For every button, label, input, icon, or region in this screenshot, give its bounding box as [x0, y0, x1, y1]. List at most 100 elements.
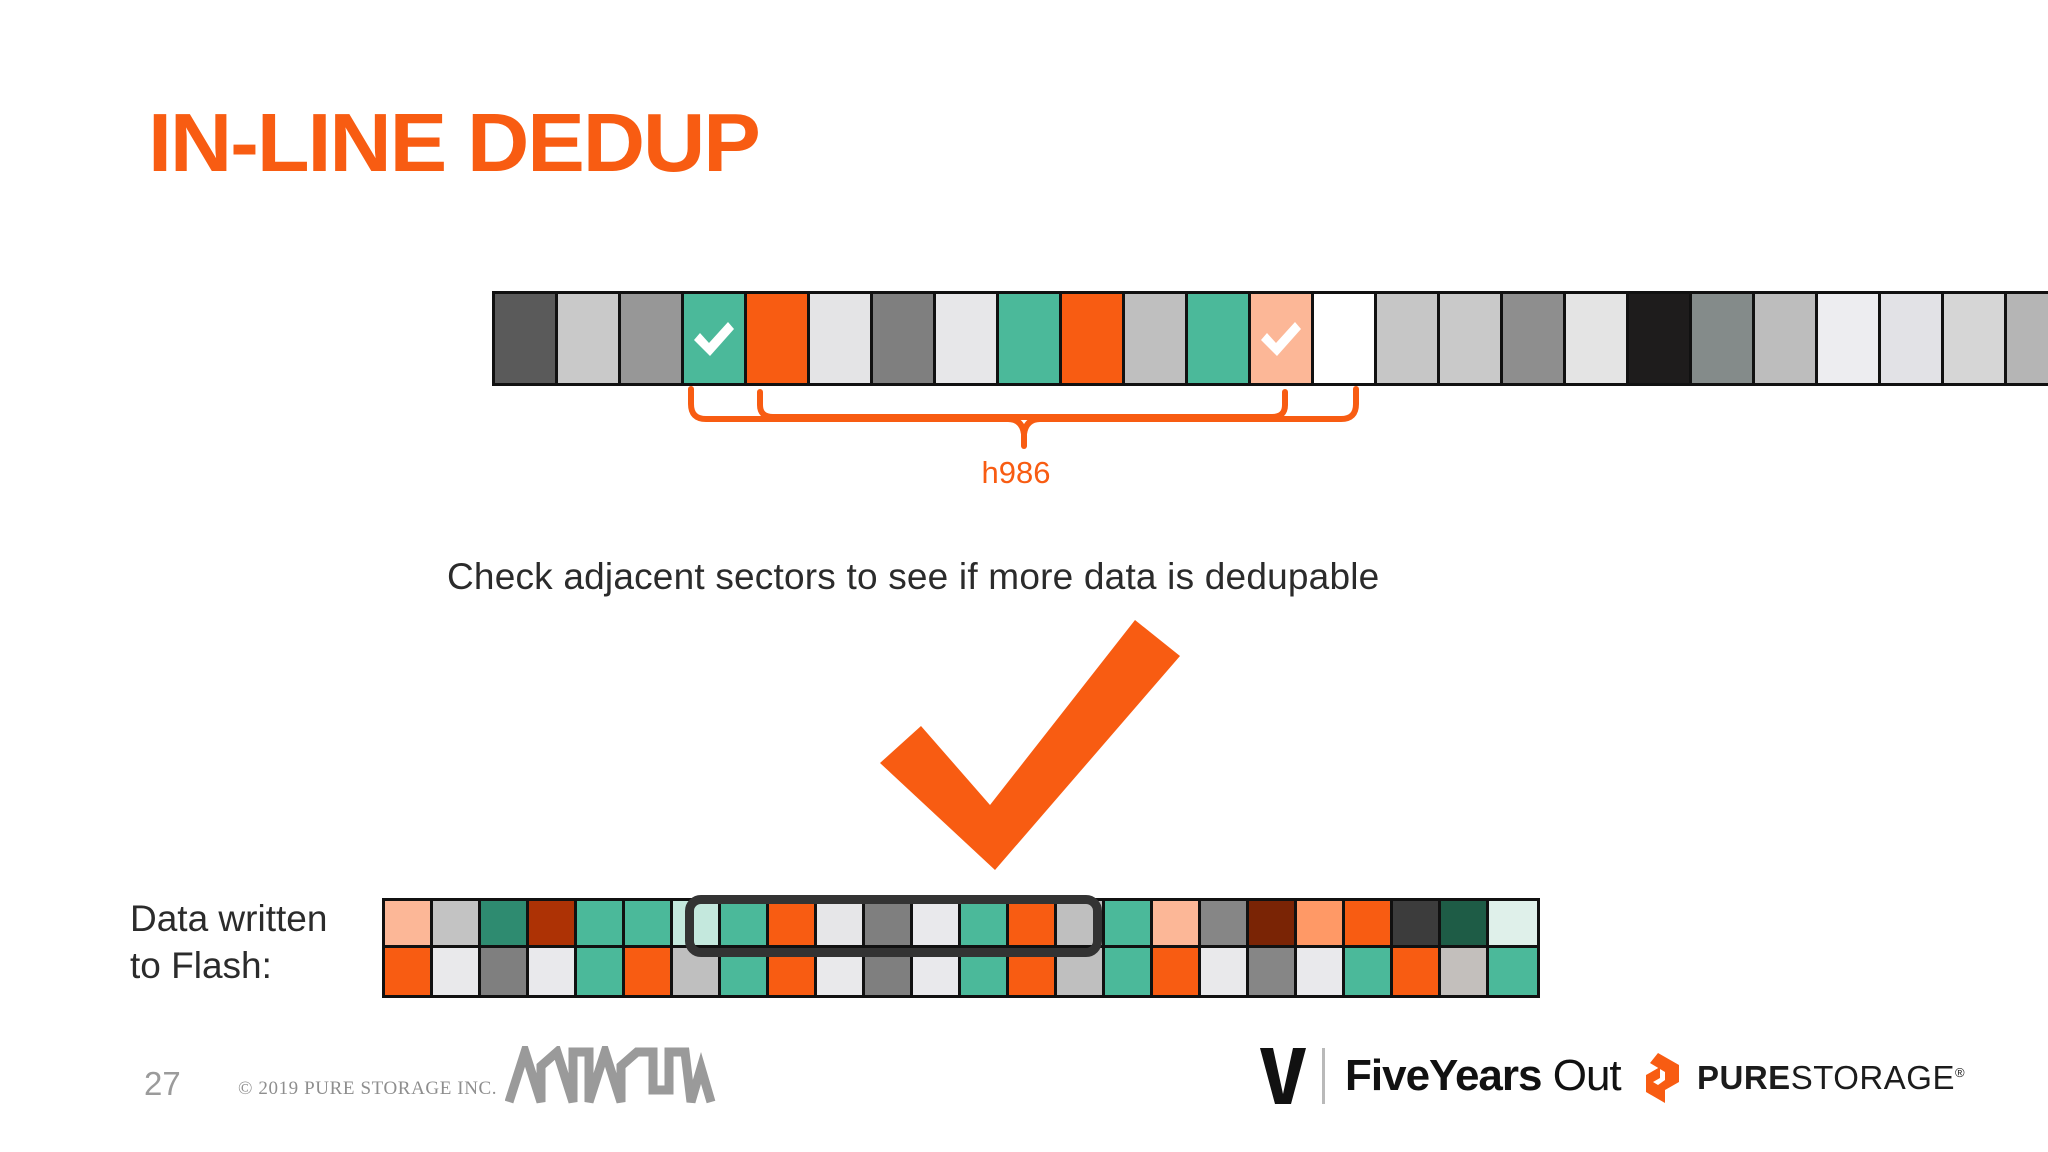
flash-cell-r1-c6: [673, 948, 721, 995]
flash-cell-r0-c23: [1489, 901, 1537, 948]
flash-cell-r0-c15: [1105, 901, 1153, 948]
flash-cell-r0-c0: [385, 901, 433, 948]
flash-cell-r0-c16: [1153, 901, 1201, 948]
page-number: 27: [144, 1065, 181, 1103]
fyo-thin: Out: [1553, 1051, 1621, 1100]
flash-cell-r0-c6: [673, 901, 721, 948]
flash-cell-r1-c22: [1441, 948, 1489, 995]
flash-written-blocks: [382, 898, 1540, 998]
flash-cell-r1-c1: [433, 948, 481, 995]
flash-cell-r1-c12: [961, 948, 1009, 995]
fyo-bold: FiveYears: [1345, 1051, 1542, 1100]
incoming-sector-stream: [492, 291, 2048, 386]
sector-block-9: [1062, 294, 1125, 383]
flash-cell-r1-c7: [721, 948, 769, 995]
flash-cell-r1-c14: [1057, 948, 1105, 995]
logo-divider: [1322, 1048, 1325, 1104]
dedupe-brace-group: [660, 386, 1380, 456]
page-title: IN-LINE DEDUP: [148, 95, 759, 191]
copyright-text: © 2019 PURE STORAGE INC.: [238, 1078, 497, 1100]
pure-storage-logo: PURESTORAGE®: [1632, 1052, 1965, 1104]
flash-cell-r1-c8: [769, 948, 817, 995]
caption-text: Check adjacent sectors to see if more da…: [447, 556, 1379, 598]
sector-block-5: [810, 294, 873, 383]
flash-cell-r1-c21: [1393, 948, 1441, 995]
hash-label-text: h986: [982, 455, 1051, 490]
flash-cell-r0-c9: [817, 901, 865, 948]
sector-block-2: [621, 294, 684, 383]
flash-cell-r1-c10: [865, 948, 913, 995]
sector-block-17: [1566, 294, 1629, 383]
flash-label-line-1: Data written: [130, 895, 327, 942]
flash-cell-r0-c10: [865, 901, 913, 948]
flash-cell-r0-c3: [529, 901, 577, 948]
flash-cell-r1-c23: [1489, 948, 1537, 995]
check-icon: [694, 322, 734, 356]
sector-block-23: [1944, 294, 2007, 383]
flash-cell-r0-c14: [1057, 901, 1105, 948]
sector-block-12: [1251, 294, 1314, 383]
flash-cell-r1-c0: [385, 948, 433, 995]
hash-label: h986: [0, 455, 2048, 491]
pure-hex-icon: [1632, 1052, 1684, 1104]
flash-cell-r0-c5: [625, 901, 673, 948]
pure-registered: ®: [1955, 1065, 1965, 1080]
flash-cell-r0-c18: [1249, 901, 1297, 948]
sector-block-20: [1755, 294, 1818, 383]
sector-block-8: [999, 294, 1062, 383]
flash-cell-r1-c15: [1105, 948, 1153, 995]
arrow-logo: [505, 1046, 717, 1111]
flash-cell-r0-c12: [961, 901, 1009, 948]
flash-row-top: [385, 901, 1537, 948]
flash-cell-r0-c19: [1297, 901, 1345, 948]
flash-cell-r0-c17: [1201, 901, 1249, 948]
flash-cell-r1-c3: [529, 948, 577, 995]
flash-cell-r0-c2: [481, 901, 529, 948]
sector-block-6: [873, 294, 936, 383]
v-mark-icon: [1258, 1046, 1308, 1106]
five-years-out-text: FiveYears Out: [1345, 1051, 1621, 1101]
flash-cell-r0-c4: [577, 901, 625, 948]
five-years-out-logo: FiveYears Out: [1258, 1046, 1621, 1106]
flash-cell-r0-c13: [1009, 901, 1057, 948]
sector-block-10: [1125, 294, 1188, 383]
flash-cell-r0-c20: [1345, 901, 1393, 948]
flash-cell-r0-c11: [913, 901, 961, 948]
flash-cell-r1-c4: [577, 948, 625, 995]
pure-bold: PURE: [1697, 1059, 1791, 1096]
sector-block-7: [936, 294, 999, 383]
sector-block-22: [1881, 294, 1944, 383]
sector-block-1: [558, 294, 621, 383]
flash-cell-r1-c11: [913, 948, 961, 995]
flash-cell-r1-c9: [817, 948, 865, 995]
flash-cell-r1-c18: [1249, 948, 1297, 995]
flash-cell-r1-c20: [1345, 948, 1393, 995]
flash-cell-r0-c1: [433, 901, 481, 948]
flash-cell-r1-c19: [1297, 948, 1345, 995]
flash-cell-r0-c21: [1393, 901, 1441, 948]
sector-block-4: [747, 294, 810, 383]
flash-row-bottom: [385, 948, 1537, 995]
sector-block-14: [1377, 294, 1440, 383]
flash-cell-r1-c2: [481, 948, 529, 995]
large-check-icon: [880, 620, 1180, 870]
flash-cell-r0-c8: [769, 901, 817, 948]
check-icon: [1261, 322, 1301, 356]
flash-cell-r1-c16: [1153, 948, 1201, 995]
sector-block-18: [1629, 294, 1692, 383]
flash-cell-r0-c22: [1441, 901, 1489, 948]
sector-block-13: [1314, 294, 1377, 383]
sector-block-16: [1503, 294, 1566, 383]
pure-thin: STORAGE: [1791, 1059, 1955, 1096]
flash-label: Data written to Flash:: [130, 895, 327, 990]
flash-cell-r0-c7: [721, 901, 769, 948]
sector-block-0: [495, 294, 558, 383]
flash-cell-r1-c13: [1009, 948, 1057, 995]
pure-storage-text: PURESTORAGE®: [1697, 1059, 1965, 1097]
flash-cell-r1-c5: [625, 948, 673, 995]
flash-cell-r1-c17: [1201, 948, 1249, 995]
sector-block-21: [1818, 294, 1881, 383]
sector-block-3: [684, 294, 747, 383]
inner-brace-path: [760, 392, 1285, 417]
